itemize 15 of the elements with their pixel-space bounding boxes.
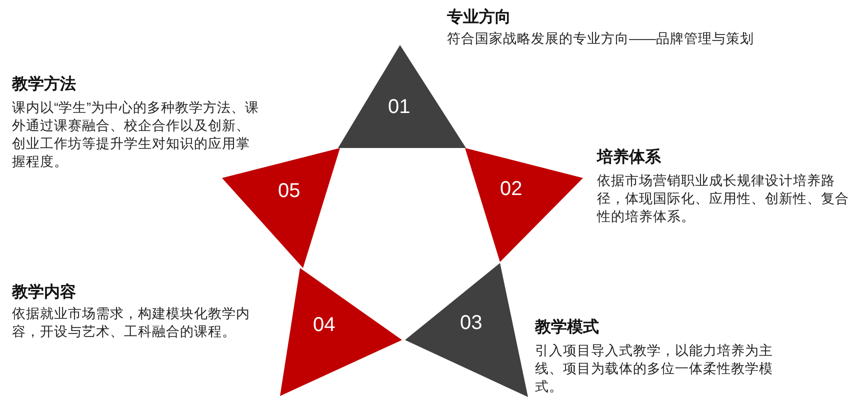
section-heading: 教学模式 (535, 318, 599, 338)
description-text: 课内以“学生”为中心的多种教学方法、课外通过课赛融合、校企合作以及创新、创业工作坊等提升学生对知识的应用掌握程度。 (12, 99, 260, 171)
step-number: 03 (460, 312, 482, 334)
step-number: 01 (388, 96, 410, 118)
description-text: 引入项目导入式教学，以能力培养为主线、项目为载体的多位一体柔性教学模式。 (535, 342, 774, 396)
step-number: 04 (313, 314, 336, 336)
description-text: 依据市场营销职业成长规律设计培养路径，体现国际化、应用性、创新性、复合性的培养体系。 (597, 172, 850, 226)
step-number: 05 (278, 180, 300, 202)
description-text: 依据就业市场需求，构建模块化教学内容，开设与艺术、工科融合的课程。 (12, 305, 251, 341)
description-text: 符合国家战略发展的专业方向——品牌管理与策划 (447, 30, 755, 48)
section-heading: 教学方法 (12, 75, 76, 95)
section-heading: 培养体系 (597, 148, 661, 168)
step-number: 02 (500, 178, 522, 200)
section-heading: 教学内容 (12, 283, 76, 303)
section-heading: 专业方向 (447, 8, 511, 28)
